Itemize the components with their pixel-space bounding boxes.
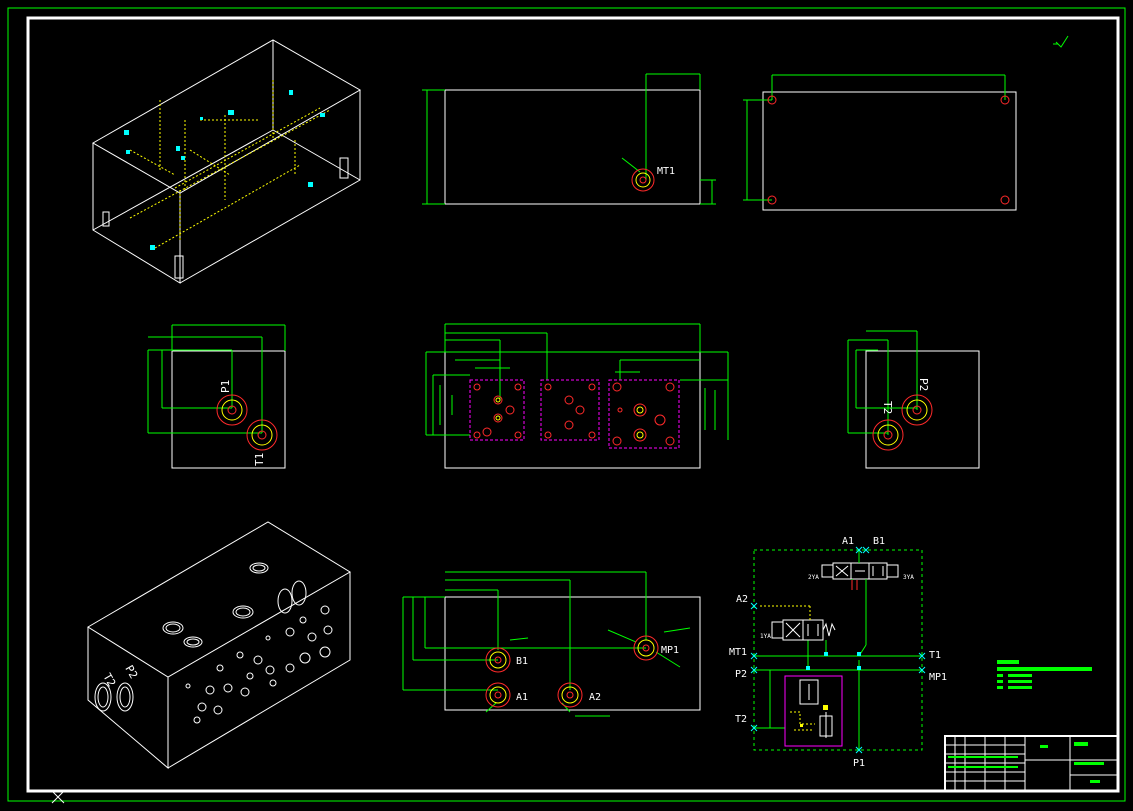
port-label-p1-left: P1 bbox=[219, 380, 232, 393]
port-label-mt1: MT1 bbox=[657, 166, 675, 177]
schem-label-mp1: MP1 bbox=[929, 672, 947, 683]
top-view: MT1 bbox=[422, 73, 716, 205]
inner-frame bbox=[26, 16, 1120, 793]
iso-port-label-t2: T2 bbox=[100, 671, 118, 689]
title-block bbox=[944, 735, 1119, 792]
port-label-a1: A1 bbox=[516, 692, 528, 703]
solenoid-label-2ya: 2YA bbox=[808, 574, 819, 581]
roughness-symbol bbox=[1053, 35, 1069, 48]
technical-notes bbox=[997, 660, 1092, 689]
schem-label-p1: P1 bbox=[853, 758, 865, 769]
solenoid-label-1ya: 1YA bbox=[760, 633, 771, 640]
corner-cross-mark bbox=[51, 790, 65, 804]
schem-label-mt1: MT1 bbox=[729, 647, 747, 658]
front-view-bottom: B1 A1 A2 MP1 bbox=[402, 571, 701, 717]
right-top-view bbox=[743, 74, 1017, 211]
schem-label-b1: B1 bbox=[873, 536, 885, 547]
side-view-right: P2 T2 bbox=[847, 330, 980, 469]
schem-label-a1: A1 bbox=[842, 536, 854, 547]
schem-label-t1: T1 bbox=[929, 650, 941, 661]
port-label-t2-right: T2 bbox=[881, 401, 894, 414]
outer-frame bbox=[7, 7, 1126, 802]
schem-label-a2: A2 bbox=[736, 594, 748, 605]
solenoid-label-3ya: 3YA bbox=[903, 574, 914, 581]
front-view-center bbox=[425, 323, 729, 469]
iso-port-label-p2: P2 bbox=[122, 663, 140, 681]
schem-label-t2: T2 bbox=[735, 714, 747, 725]
port-label-p2-right: P2 bbox=[917, 378, 930, 391]
port-label-t1-left: T1 bbox=[253, 453, 266, 466]
port-label-mp1: MP1 bbox=[661, 645, 679, 656]
schem-label-p2: P2 bbox=[735, 669, 747, 680]
port-label-a2: A2 bbox=[589, 692, 601, 703]
iso-view-bottom: P2 T2 bbox=[87, 521, 351, 770]
iso-view-top bbox=[91, 39, 362, 284]
port-label-b1: B1 bbox=[516, 656, 528, 667]
side-view-left: P1 T1 bbox=[147, 324, 286, 469]
hydraulic-schematic: A1 B1 A2 MT1 T1 P2 MP1 T2 P1 2YA 3YA 1YA bbox=[729, 536, 947, 769]
